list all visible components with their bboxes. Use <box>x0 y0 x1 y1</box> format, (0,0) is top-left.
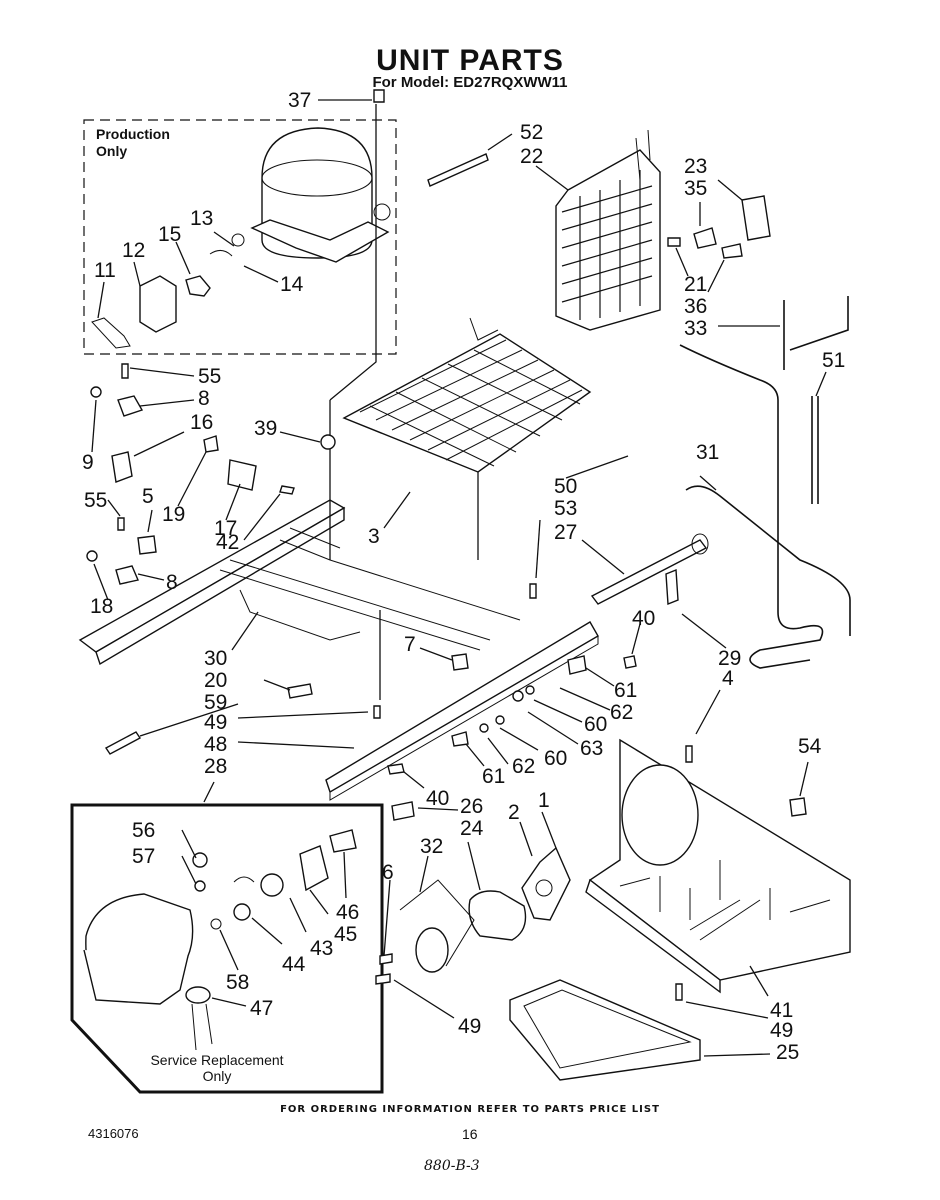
callout-6: 6 <box>382 861 394 884</box>
condenser-coil <box>555 129 661 331</box>
callout-13: 13 <box>190 207 214 230</box>
callout-62-lower: 62 <box>512 755 536 778</box>
callout-44: 44 <box>282 953 306 976</box>
callout-8-lower: 8 <box>166 571 178 594</box>
callout-41: 41 <box>770 999 794 1022</box>
callout-22: 22 <box>520 145 544 168</box>
callout-60-upper: 60 <box>584 713 608 736</box>
callout-46: 46 <box>336 901 360 924</box>
callout-26: 26 <box>460 795 484 818</box>
callout-59: 59 <box>204 691 228 714</box>
mounting-rail-assembly <box>78 400 521 700</box>
production-compressor <box>250 127 391 263</box>
callout-56: 56 <box>132 819 156 842</box>
callout-49-lower: 49 <box>458 1015 482 1038</box>
callout-61-lower: 61 <box>482 765 506 788</box>
small-hardware <box>86 89 807 1001</box>
document-number: 4316076 <box>88 1126 139 1141</box>
callout-9: 9 <box>82 451 94 474</box>
callout-3: 3 <box>368 525 380 548</box>
callout-21: 21 <box>684 273 708 296</box>
page-title: UNIT PARTS <box>376 44 564 77</box>
callout-19: 19 <box>162 503 186 526</box>
callout-31: 31 <box>696 441 720 464</box>
drain-pan <box>509 979 701 1081</box>
callout-45: 45 <box>334 923 358 946</box>
callout-23: 23 <box>684 155 708 178</box>
callout-42: 42 <box>216 531 240 554</box>
production-relay-parts <box>91 233 245 349</box>
callout-40-upper: 40 <box>632 607 656 630</box>
callout-7: 7 <box>404 633 416 656</box>
callout-33: 33 <box>684 317 708 340</box>
callout-37: 37 <box>288 89 312 112</box>
evaporator-coil <box>342 317 592 473</box>
callout-12: 12 <box>122 239 146 262</box>
refrigerant-tubing <box>679 296 851 669</box>
callout-2: 2 <box>508 801 520 824</box>
callout-57: 57 <box>132 845 156 868</box>
callout-50: 50 <box>554 475 578 498</box>
cross-brace <box>325 621 599 801</box>
callout-36: 36 <box>684 295 708 318</box>
callout-1: 1 <box>538 789 550 812</box>
callout-30: 30 <box>204 647 228 670</box>
callout-20: 20 <box>204 669 228 692</box>
callout-43: 43 <box>310 937 334 960</box>
callout-55-upper: 55 <box>198 365 222 388</box>
callout-48: 48 <box>204 733 228 756</box>
callout-29: 29 <box>718 647 742 670</box>
callout-61-upper: 61 <box>614 679 638 702</box>
callout-39: 39 <box>254 417 278 440</box>
callout-14: 14 <box>280 273 304 296</box>
base-plate <box>585 738 851 994</box>
service-replacement-box <box>70 803 384 1094</box>
callout-32: 32 <box>420 835 444 858</box>
callout-15: 15 <box>158 223 182 246</box>
ordering-info-note: FOR ORDERING INFORMATION REFER TO PARTS … <box>280 1104 660 1115</box>
callout-28: 28 <box>204 755 228 778</box>
callout-49-right: 49 <box>770 1019 794 1042</box>
callout-25: 25 <box>776 1041 800 1064</box>
callout-18: 18 <box>90 595 114 618</box>
callout-60-lower: 60 <box>544 747 568 770</box>
service-compressor <box>83 893 213 1051</box>
callout-55-lower: 55 <box>84 489 108 512</box>
callout-5: 5 <box>142 485 154 508</box>
callout-52: 52 <box>520 121 544 144</box>
callout-17: 17 <box>214 517 238 540</box>
fan-motor-assembly <box>399 846 571 973</box>
service-relay-parts <box>192 829 357 930</box>
callout-27: 27 <box>554 521 578 544</box>
callout-54: 54 <box>798 735 822 758</box>
callout-58: 58 <box>226 971 250 994</box>
page-number: 16 <box>462 1126 478 1142</box>
callout-8-upper: 8 <box>198 387 210 410</box>
callout-40-lower: 40 <box>426 787 450 810</box>
service-replacement-label: Service Replacement Only <box>150 1052 284 1084</box>
callout-35: 35 <box>684 177 708 200</box>
production-only-label: Production Only <box>96 126 170 159</box>
model-subtitle: For Model: ED27RQXWW11 <box>372 74 568 91</box>
callout-leader-lines <box>91 99 827 1057</box>
callout-63: 63 <box>580 737 604 760</box>
callout-49-upper: 49 <box>204 711 228 734</box>
handwritten-note: 880-B-3 <box>424 1158 480 1174</box>
callout-47: 47 <box>250 997 274 1020</box>
callout-16: 16 <box>190 411 214 434</box>
callout-51: 51 <box>822 349 846 372</box>
callout-4: 4 <box>722 667 734 690</box>
callout-24: 24 <box>460 817 484 840</box>
dryer <box>590 533 709 605</box>
callout-11: 11 <box>94 259 116 282</box>
callout-53: 53 <box>554 497 578 520</box>
callout-62-upper: 62 <box>610 701 634 724</box>
